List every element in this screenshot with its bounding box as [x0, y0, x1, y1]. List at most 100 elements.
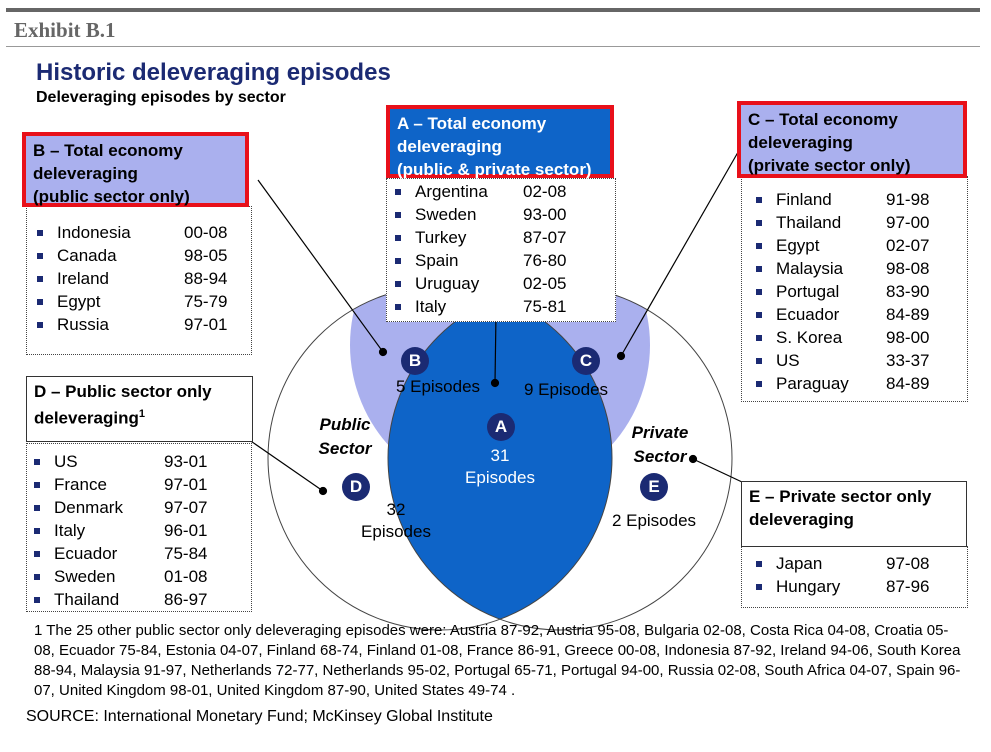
country-name: Ireland	[57, 269, 109, 288]
list-item: Spain 76-80	[395, 249, 605, 272]
country-name: Indonesia	[57, 223, 131, 242]
episode-years: 02-05	[523, 274, 567, 293]
box-e-header: E – Private sector only deleveraging	[741, 481, 967, 547]
box-a-header: A – Total economy deleveraging (public &…	[386, 105, 614, 179]
bullet-icon	[37, 253, 43, 259]
bullet-icon	[395, 235, 401, 241]
episode-years: 83-90	[886, 282, 930, 301]
bullet-icon	[34, 505, 40, 511]
country-name: Japan	[776, 554, 823, 573]
box-a-list-frame	[386, 178, 616, 322]
country-name: Ecuador	[54, 544, 118, 563]
box-e-header-line: deleveraging	[749, 510, 854, 529]
episode-years: 02-07	[886, 236, 930, 255]
list-item: Canada 98-05	[37, 244, 242, 267]
venn-markers	[342, 347, 668, 501]
marker-c: C	[579, 351, 593, 370]
box-c-header: C – Total economy deleveraging (private …	[737, 101, 967, 178]
country-name: Turkey	[415, 228, 467, 247]
country-name: S. Korea	[776, 328, 843, 347]
episode-years: 93-01	[164, 452, 208, 471]
bullet-icon	[756, 561, 762, 567]
list-item: Sweden 01-08	[34, 565, 244, 588]
list-item: Japan 97-08	[756, 552, 961, 575]
box-d-list-frame	[26, 443, 252, 612]
count-b: 5 Episodes	[395, 377, 481, 396]
bullet-icon	[34, 597, 40, 603]
episode-years: 01-08	[164, 567, 208, 586]
box-a-header-line: deleveraging	[397, 137, 502, 156]
list-item: Argentina 02-08	[395, 180, 605, 203]
bullet-icon	[34, 482, 40, 488]
episode-years: 98-05	[184, 246, 228, 265]
country-name: Uruguay	[415, 274, 480, 293]
list-item: Portugal 83-90	[756, 280, 961, 303]
bullet-icon	[756, 266, 762, 272]
country-name: Sweden	[415, 205, 477, 224]
bullet-icon	[756, 197, 762, 203]
episode-years: 96-01	[164, 521, 208, 540]
episode-years: 76-80	[523, 251, 567, 270]
episode-years: 02-08	[523, 182, 567, 201]
episode-years: 91-98	[886, 190, 930, 209]
box-d-header-line: deleveraging1	[34, 403, 245, 430]
count-e: 2 Episodes	[611, 511, 697, 530]
country-name: Canada	[57, 246, 117, 265]
box-d-header-line: D – Public sector only	[34, 382, 212, 401]
episode-years: 98-08	[886, 259, 930, 278]
footnote-marker: 1	[138, 408, 145, 420]
list-item: Sweden 93-00	[395, 203, 605, 226]
episode-years: 97-07	[164, 498, 208, 517]
bullet-icon	[756, 243, 762, 249]
private-sector-label-1: Private	[631, 423, 689, 442]
page-subtitle: Deleveraging episodes by sector	[36, 89, 286, 106]
episode-years: 75-79	[184, 292, 228, 311]
list-item: Uruguay 02-05	[395, 272, 605, 295]
country-name: Russia	[57, 315, 109, 334]
marker-d: D	[349, 477, 363, 496]
bullet-icon	[395, 258, 401, 264]
country-name: Italy	[54, 521, 86, 540]
episode-years: 98-00	[886, 328, 930, 347]
country-name: Sweden	[54, 567, 116, 586]
bullet-icon	[34, 528, 40, 534]
country-name: Thailand	[54, 590, 120, 609]
country-name: Thailand	[776, 213, 842, 232]
country-name: Spain	[415, 251, 459, 270]
bullet-icon	[756, 289, 762, 295]
country-name: Argentina	[415, 182, 488, 201]
box-c-list-frame	[741, 176, 968, 402]
episode-years: 97-08	[886, 554, 930, 573]
bullet-icon	[34, 551, 40, 557]
footnote: 1 The 25 other public sector only deleve…	[34, 622, 961, 699]
bullet-icon	[34, 459, 40, 465]
country-name: France	[54, 475, 107, 494]
header-rule	[6, 46, 980, 47]
count-d-label: Episodes	[361, 522, 431, 541]
episode-years: 84-89	[886, 305, 930, 324]
region-a	[388, 286, 612, 630]
box-b-list-frame	[26, 206, 252, 355]
count-d-number: 32	[386, 500, 406, 519]
bullet-icon	[756, 381, 762, 387]
private-sector-label-2: Sector	[633, 447, 687, 466]
public-sector-label-1: Public	[319, 415, 371, 434]
bullet-icon	[756, 335, 762, 341]
country-name: Portugal	[776, 282, 840, 301]
episode-years: 93-00	[523, 205, 567, 224]
